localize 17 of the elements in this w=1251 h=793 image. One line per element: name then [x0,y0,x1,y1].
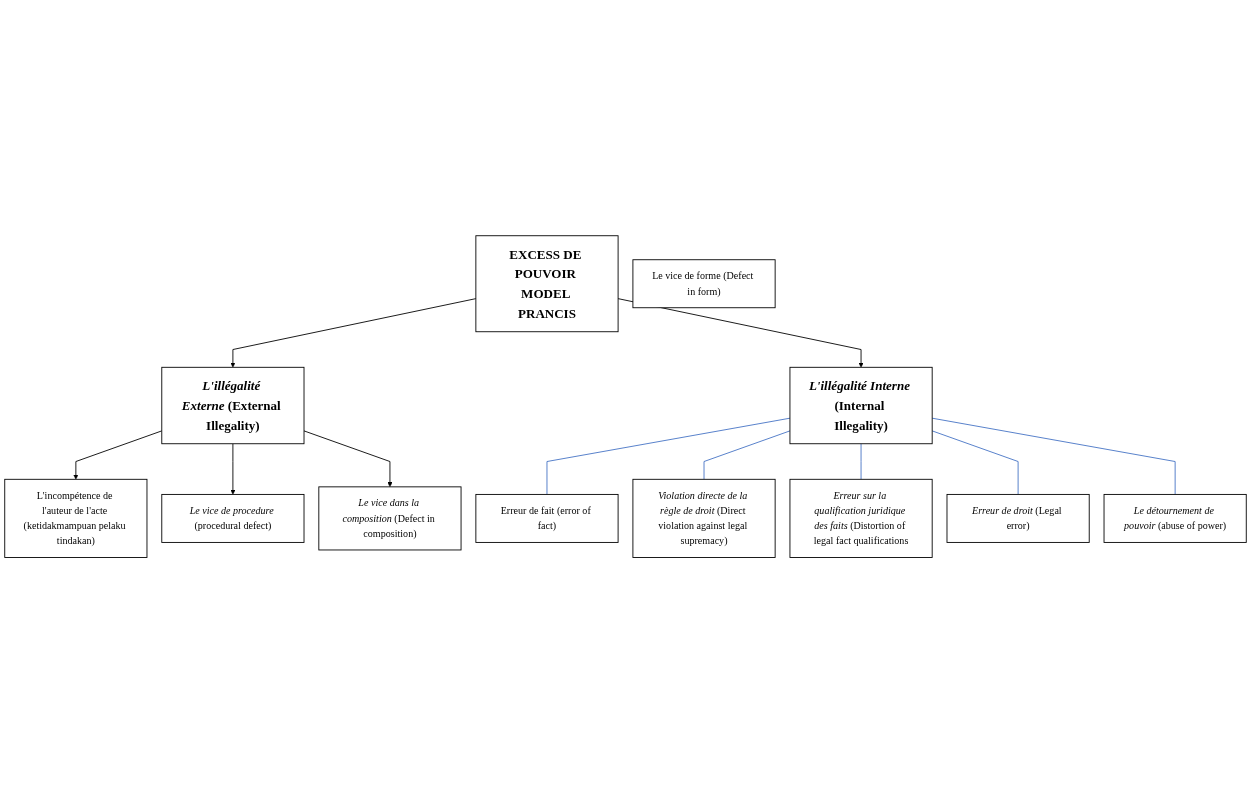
connector [703,430,791,480]
node-box: L'illégalité Externe (External Illegality) [161,366,305,445]
node-box: EXCESS DE POUVOIR MODEL PRANCIS [475,235,619,333]
node-box: Erreur de fait (error of fact) [475,493,619,543]
node-box: Le vice de forme (Defect in form) [632,259,776,309]
connector [546,417,791,495]
node-box: Erreur de droit (Legal error) [946,493,1090,543]
connector [931,430,1019,495]
node-box: L'incompétence de l'auteur de l'acte (ketidakmampuan pelaku tindakan) [4,478,148,558]
connector [860,443,862,480]
node-box: Violation directe de la règle de droit (Direct violation against legal supremacy) [632,478,776,558]
connector [931,417,1176,495]
node-box: Le détournement de pouvoir (abuse of power) [1103,493,1247,543]
node-box: L'illégalité Interne (Internal Illegality) [789,366,933,445]
node-box: Erreur sur la qualification juridique des faits (Distortion of legal fact qualifications [789,478,933,558]
node-box: Le vice dans la composition (Defect in composition) [318,486,462,551]
node-box: Le vice de procedure (procedural defect) [161,493,305,543]
